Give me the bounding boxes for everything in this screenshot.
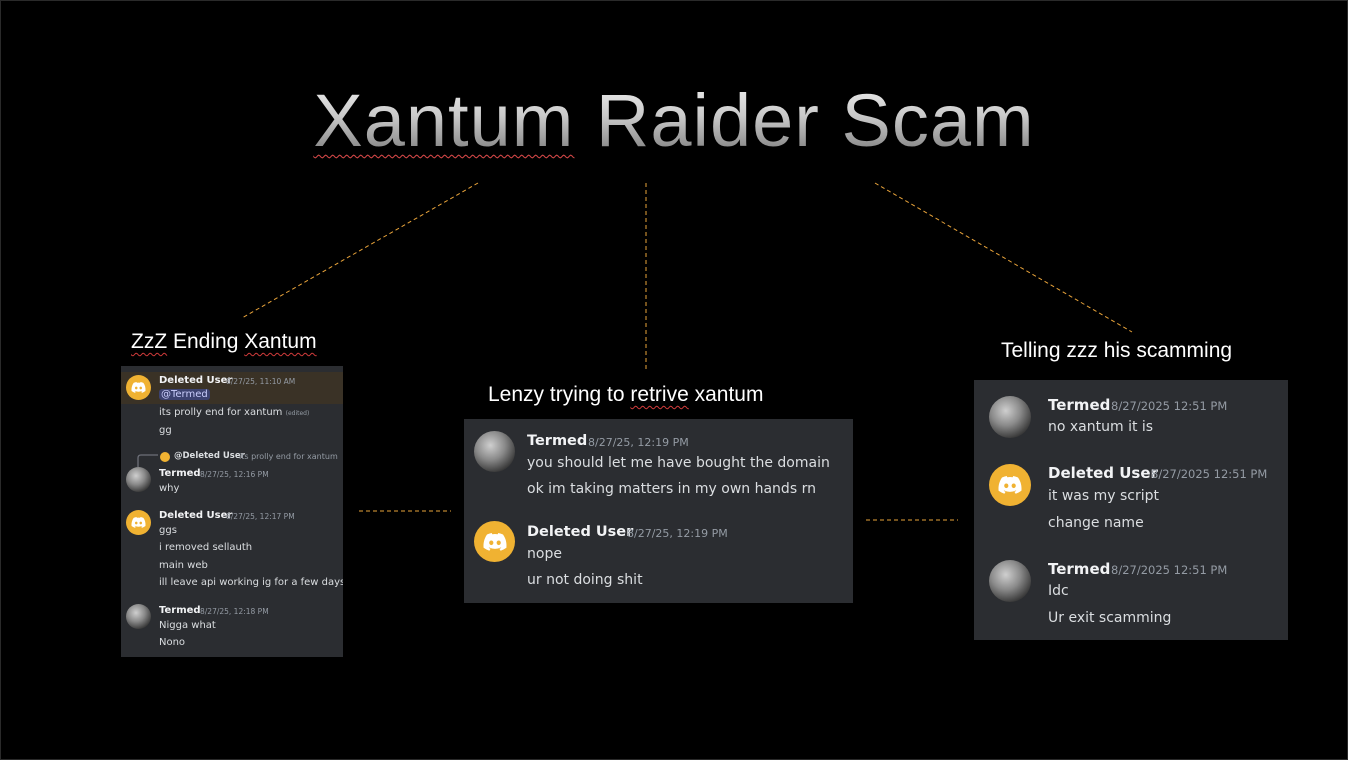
- message-timestamp: 8/27/25, 12:16 PM: [200, 470, 269, 479]
- message-line: change name: [1048, 515, 1144, 531]
- message-line: Ur exit scamming: [1048, 610, 1172, 626]
- message-line: Nono: [159, 637, 186, 648]
- connector-title-right: [874, 182, 1133, 333]
- message-line: Nigga what: [159, 620, 216, 631]
- termed-avatar-icon[interactable]: [474, 431, 515, 472]
- message-line: @Termed: [159, 389, 210, 400]
- message-text: its prolly end for xantum: [159, 407, 283, 418]
- message-line: nope: [527, 546, 562, 562]
- connector-title-left: [241, 182, 479, 319]
- caption-middle-end: xantum: [688, 383, 764, 406]
- reply-avatar-icon: [160, 452, 170, 462]
- message-username[interactable]: Deleted User: [159, 510, 233, 521]
- message-timestamp: 8/27/25, 11:10 AM: [226, 377, 296, 386]
- caption-middle-word-retrive: retrive: [630, 383, 689, 406]
- message-line: Idc: [1048, 583, 1069, 599]
- message-line: ur not doing shit: [527, 572, 643, 588]
- message-line: ggs: [159, 525, 177, 536]
- title-word-xantum: Xantum: [313, 79, 575, 162]
- message-timestamp: 8/27/25, 12:18 PM: [200, 607, 269, 616]
- title-rest: Raider Scam: [574, 79, 1035, 162]
- message-line: no xantum it is: [1048, 419, 1154, 435]
- message-line: ok im taking matters in my own hands rn: [527, 481, 816, 497]
- message-line: gg: [159, 425, 172, 436]
- message-username[interactable]: Termed: [527, 433, 588, 449]
- message-timestamp: 8/27/25, 12:19 PM: [588, 436, 689, 449]
- caption-middle-start: Lenzy trying to: [488, 383, 631, 406]
- message-username[interactable]: Termed: [159, 468, 201, 479]
- message-username[interactable]: Deleted User: [159, 375, 233, 386]
- message-line: its prolly end for xantum (edited): [159, 407, 309, 418]
- discord-logo-icon: [998, 476, 1022, 494]
- message-line: i removed sellauth: [159, 542, 253, 553]
- caption-middle: Lenzy trying to retrive xantum: [488, 383, 763, 407]
- discord-avatar-icon[interactable]: [126, 375, 151, 400]
- reply-username[interactable]: @Deleted User: [174, 451, 245, 461]
- caption-left: ZzZ Ending Xantum: [131, 330, 317, 354]
- termed-avatar-icon[interactable]: [989, 396, 1031, 438]
- caption-right: Telling zzz his scamming: [1001, 339, 1233, 362]
- message-line: you should let me have bought the domain: [527, 455, 830, 471]
- reply-preview-text[interactable]: its prolly end for xantum: [239, 452, 338, 461]
- edited-label: (edited): [285, 410, 310, 417]
- message-timestamp: 8/27/2025 12:51 PM: [1111, 563, 1228, 577]
- message-timestamp: 8/27/2025 12:51 PM: [1111, 399, 1228, 413]
- discord-avatar-icon[interactable]: [474, 521, 515, 562]
- chat-panel-right: Termed 8/27/2025 12:51 PM no xantum it i…: [974, 380, 1288, 640]
- message-line: ill leave api working ig for a few days: [159, 577, 343, 588]
- chat-panel-middle: Termed 8/27/25, 12:19 PM you should let …: [464, 419, 853, 603]
- message-highlight: [121, 372, 343, 404]
- caption-left-mid: Ending: [167, 330, 245, 353]
- message-timestamp: 8/27/25, 12:17 PM: [226, 512, 295, 521]
- termed-avatar-icon[interactable]: [126, 467, 151, 492]
- message-username[interactable]: Deleted User: [1048, 464, 1158, 482]
- message-line: why: [159, 483, 180, 494]
- message-timestamp: 8/27/2025 12:51 PM: [1151, 467, 1268, 481]
- message-username[interactable]: Termed: [1048, 396, 1111, 414]
- discord-logo-icon: [483, 532, 507, 551]
- discord-logo-icon: [131, 382, 146, 393]
- termed-avatar-icon[interactable]: [989, 560, 1031, 602]
- message-username[interactable]: Termed: [1048, 560, 1111, 578]
- caption-left-word-xantum: Xantum: [244, 330, 317, 353]
- message-line: main web: [159, 560, 208, 571]
- chat-panel-left: Deleted User 8/27/25, 11:10 AM @Termed i…: [121, 366, 343, 657]
- termed-avatar-icon[interactable]: [126, 604, 151, 629]
- discord-avatar-icon[interactable]: [126, 510, 151, 535]
- discord-avatar-icon[interactable]: [989, 464, 1031, 506]
- slide-title: Xantum Raider Scam: [0, 78, 1348, 163]
- message-timestamp: 8/27/25, 12:19 PM: [627, 527, 728, 540]
- caption-left-word-zzz: ZzZ: [131, 330, 168, 353]
- reply-connector-icon: [137, 454, 158, 467]
- message-username[interactable]: Deleted User: [527, 524, 634, 540]
- message-line: it was my script: [1048, 488, 1159, 504]
- message-username[interactable]: Termed: [159, 605, 201, 616]
- user-mention[interactable]: @Termed: [159, 389, 210, 400]
